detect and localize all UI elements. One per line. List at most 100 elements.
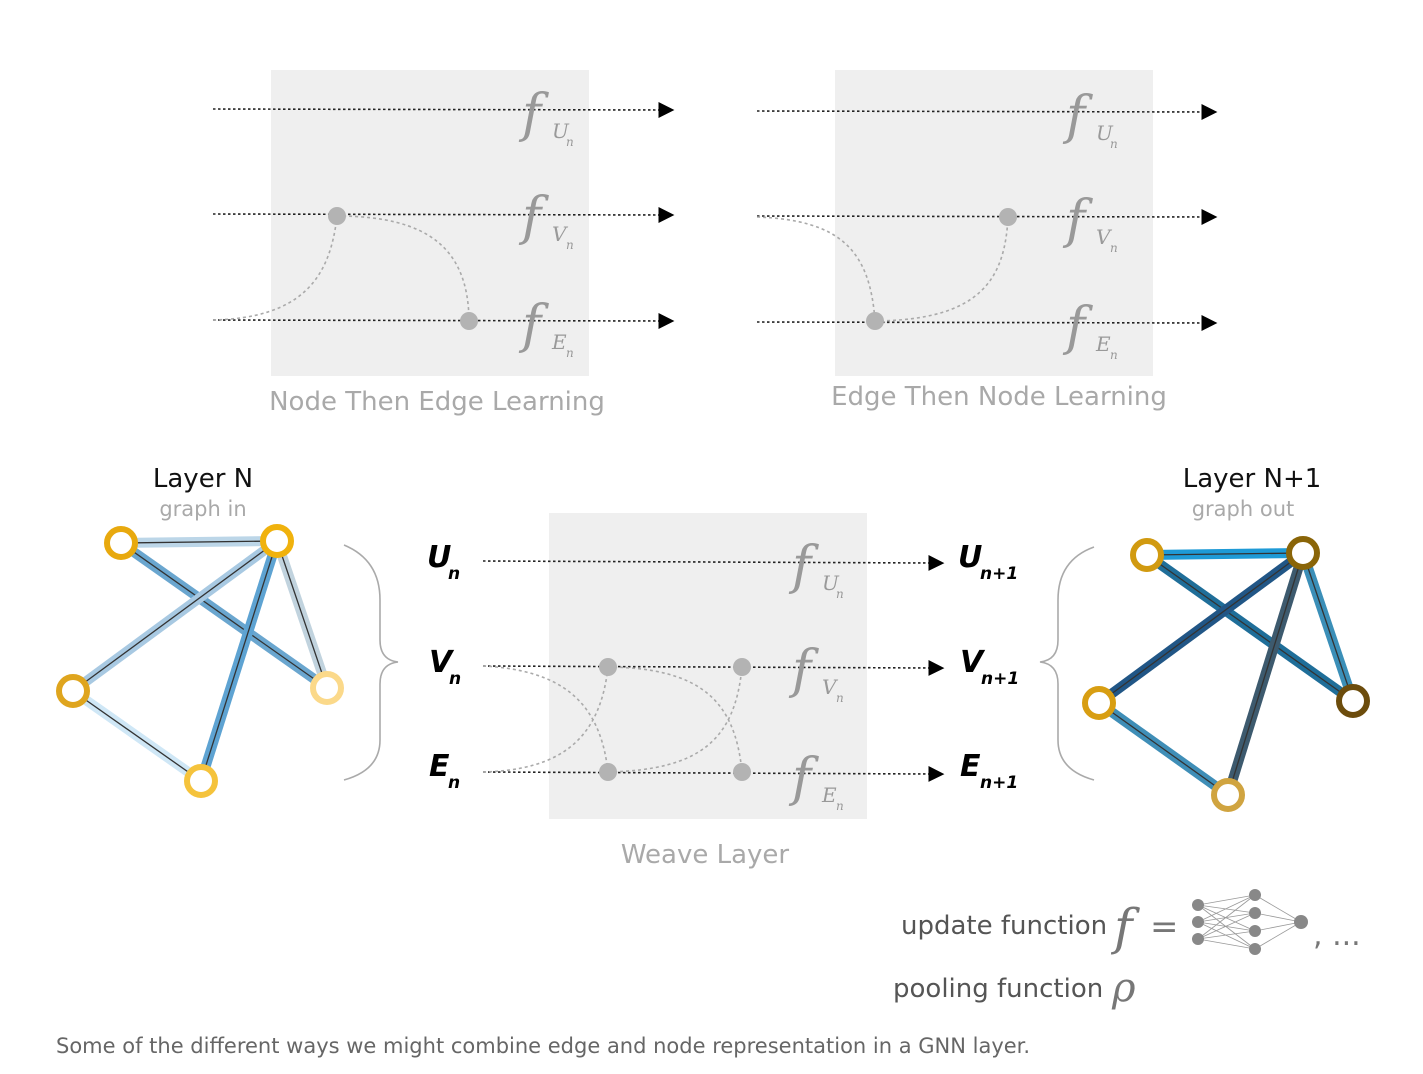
layer-n-subtitle: graph in [159, 497, 246, 521]
pooling-function-symbol: ρ [1111, 965, 1136, 1011]
graph-edge [1146, 548, 1304, 560]
graph-edge [272, 539, 332, 690]
output-label-u: U n+1 [958, 540, 1018, 584]
graph-node [1286, 536, 1320, 570]
n-subscript: n [836, 691, 844, 705]
v-to-e-curve [482, 665, 609, 773]
edge-junction [866, 312, 884, 330]
n-subscript: n [566, 346, 574, 360]
v-symbol: V [960, 645, 986, 680]
n-subscript: n [1110, 137, 1118, 151]
u-subscript: U [822, 571, 840, 595]
input-label-e: E n [429, 749, 460, 793]
graph-node [1336, 684, 1370, 718]
node-junction [733, 658, 751, 676]
edge-junction [733, 763, 751, 781]
equals-sign: = [1150, 907, 1179, 947]
graph-node [260, 524, 294, 558]
e-to-v-curve [482, 666, 609, 773]
legend: update function f = , ... pooling functi… [893, 889, 1361, 1011]
graph-edge [1223, 551, 1308, 797]
u-index: n+1 [980, 564, 1018, 584]
panel-label: Node Then Edge Learning [269, 387, 605, 417]
graph-node [1211, 778, 1245, 812]
u-symbol: U [427, 540, 451, 575]
input-label-u: U n [427, 540, 460, 584]
ellipsis: , ... [1313, 918, 1361, 953]
pooling-function-label: pooling function [893, 974, 1103, 1004]
n-subscript: n [1110, 241, 1118, 255]
e-subscript: E [1095, 332, 1111, 356]
graph-node [56, 674, 90, 708]
node-then-edge-panel: f U n f V n f E n Node Then Edge Learnin… [212, 70, 675, 417]
graph-edge [196, 539, 282, 783]
u-track [756, 103, 1218, 120]
right-brace [1039, 546, 1095, 781]
edge-to-node-curve [874, 216, 1009, 322]
u-subscript: U [1096, 121, 1114, 145]
v-to-e-curve [607, 666, 743, 773]
graph-edge [120, 536, 278, 548]
u-symbol: U [958, 540, 982, 575]
v-symbol: V [429, 645, 455, 680]
node-junction [328, 207, 346, 225]
graph-node [1130, 538, 1164, 572]
v-subscript: V [552, 222, 569, 246]
e-symbol: E [429, 749, 450, 784]
node-junction [999, 208, 1017, 226]
e-symbol: E [960, 749, 981, 784]
graph-node [184, 764, 218, 798]
update-function-label: update function [901, 911, 1107, 941]
v-subscript: V [822, 675, 839, 699]
graph-edge [1096, 698, 1231, 800]
n-subscript: n [836, 799, 844, 813]
e-track [756, 314, 1218, 331]
panel-background [271, 70, 589, 376]
graph-edge [70, 686, 204, 786]
e-subscript: E [821, 783, 837, 807]
panel-background [835, 70, 1153, 376]
e-to-v-curve [607, 666, 743, 773]
panel-label: Weave Layer [621, 840, 790, 870]
u-subscript: U [552, 119, 570, 143]
node-junction [599, 658, 617, 676]
edge-to-node-curve [212, 215, 338, 321]
n-subscript: n [566, 135, 574, 149]
left-brace [343, 544, 399, 781]
n-subscript: n [566, 238, 574, 252]
graph-edge [70, 536, 280, 696]
e-index: n+1 [980, 773, 1018, 793]
graph-edge [1096, 548, 1306, 708]
update-function-symbol: f [1110, 898, 1140, 956]
edge-then-node-panel: f U n f V n f E n Edge Then Node Learnin… [756, 70, 1218, 412]
layer-n-plus-1-title: Layer N+1 [1183, 464, 1322, 494]
graph-edge [118, 538, 330, 693]
layer-n-graph: Layer N graph in [56, 464, 344, 798]
graph-node [310, 671, 344, 705]
e-index: n [448, 773, 460, 793]
graph-node [104, 526, 138, 560]
weave-panel: f U n f V n f E n Weave Layer [482, 513, 945, 870]
graph-edge [1144, 550, 1356, 706]
v-track [756, 208, 1218, 225]
v-index: n [449, 669, 461, 689]
panel-label: Edge Then Node Learning [831, 382, 1167, 412]
output-label-v: V n+1 [960, 645, 1019, 689]
layer-n-plus-1-subtitle: graph out [1192, 497, 1295, 521]
n-subscript: n [836, 587, 844, 601]
e-subscript: E [551, 330, 567, 354]
output-label-e: E n+1 [960, 749, 1018, 793]
v-subscript: V [1096, 225, 1113, 249]
layer-n-plus-1-graph: Layer N+1 graph out [1082, 464, 1370, 812]
layer-n-title: Layer N [153, 464, 253, 494]
edge-junction [599, 763, 617, 781]
figure-caption: Some of the different ways we might comb… [56, 1034, 1031, 1058]
graph-node [1082, 686, 1116, 720]
edge-junction [460, 312, 478, 330]
node-to-edge-curve [336, 215, 470, 321]
n-subscript: n [1110, 348, 1118, 362]
graph-edge [1298, 551, 1358, 703]
v-index: n+1 [981, 669, 1019, 689]
u-index: n [448, 564, 460, 584]
